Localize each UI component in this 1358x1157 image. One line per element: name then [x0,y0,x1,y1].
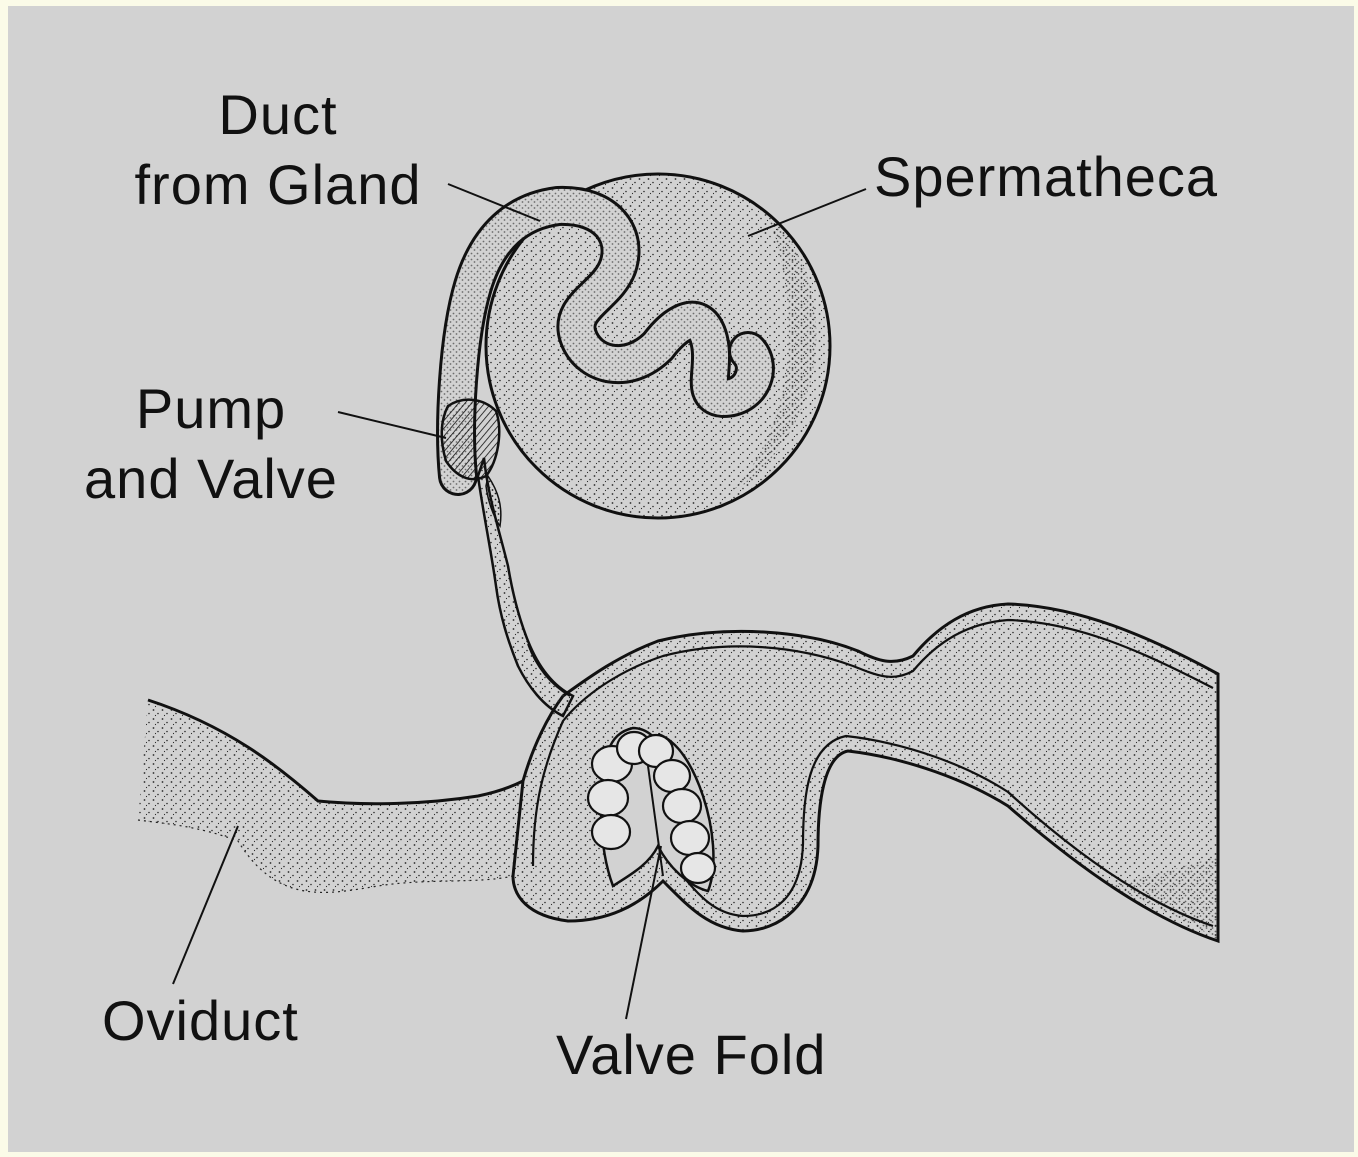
pump-and-valve [442,400,499,479]
label-oviduct: Oviduct [102,986,299,1056]
label-valve-fold: Valve Fold [556,1020,826,1090]
oviduct-tube [138,700,523,892]
label-pump-and-valve-line2: and Valve [66,444,356,514]
diagram-canvas: Duct from Gland Spermatheca Pump and Val… [8,6,1354,1152]
leader-oviduct [173,826,238,984]
label-pump-and-valve: Pump and Valve [66,374,356,514]
label-spermatheca: Spermatheca [874,142,1218,212]
label-pump-and-valve-line1: Pump [66,374,356,444]
label-duct-from-gland: Duct from Gland [108,80,448,220]
label-duct-from-gland-line1: Duct [108,80,448,150]
label-duct-from-gland-line2: from Gland [108,150,448,220]
